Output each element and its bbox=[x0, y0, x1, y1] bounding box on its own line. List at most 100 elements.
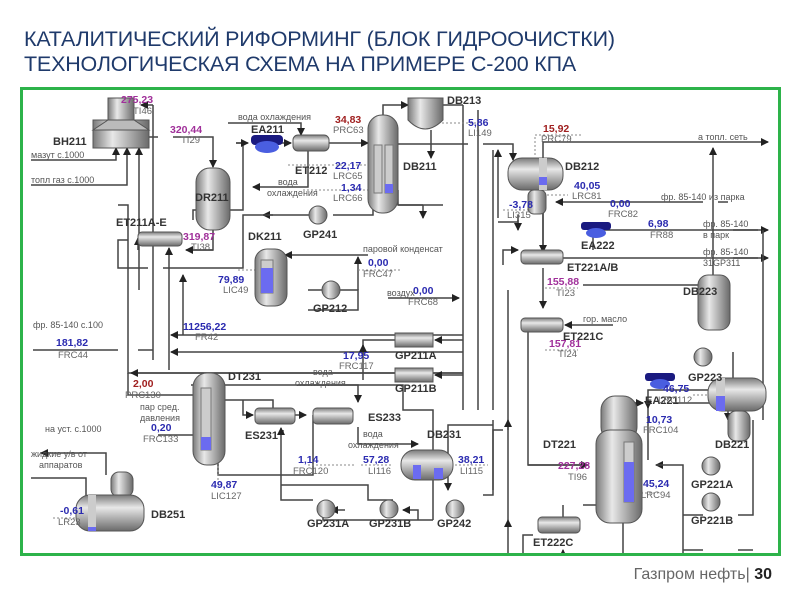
reading-prc130-value: 2,00 bbox=[133, 378, 154, 390]
vessel-dk211[interactable] bbox=[254, 248, 288, 307]
slide-footer: Газпром нефть| 30 bbox=[634, 566, 772, 584]
reading-li115-tag: LI115 bbox=[460, 466, 483, 477]
air-cooler-ea222[interactable] bbox=[581, 222, 611, 238]
label-es233: ES233 bbox=[368, 412, 401, 424]
reading-lrc66-value: 1,34 bbox=[341, 182, 362, 194]
stream-voda-es-1: вода bbox=[313, 367, 333, 377]
furnace-bh211[interactable] bbox=[91, 97, 151, 149]
reading-frc117-value: 17,95 bbox=[343, 350, 369, 362]
separator-db231[interactable] bbox=[400, 449, 454, 481]
pump-gp221b[interactable] bbox=[701, 492, 721, 512]
piping bbox=[31, 101, 784, 571]
slide-title: КАТАЛИТИЧЕСКИЙ РИФОРМИНГ (БЛОК ГИДРООЧИС… bbox=[24, 27, 615, 77]
page-number: 30 bbox=[754, 566, 772, 583]
reading-frc104-value: 10,73 bbox=[646, 414, 672, 426]
stream-par-sred-1: пар сред. bbox=[140, 402, 179, 412]
reading-ti29-value: 320,44 bbox=[170, 124, 202, 136]
reading-lrc65-tag: LRC65 bbox=[333, 171, 363, 182]
reading-fr42-value: 11256,22 bbox=[183, 321, 226, 333]
label-gp212: GP212 bbox=[313, 303, 347, 315]
label-gp242: GP242 bbox=[437, 518, 471, 530]
reading-li149-tag: LI149 bbox=[468, 128, 492, 139]
stream-voda-ret-2: охлаждения bbox=[267, 188, 318, 198]
pump-gp231a[interactable] bbox=[316, 499, 336, 519]
pump-gp221a[interactable] bbox=[701, 456, 721, 476]
column-dt231[interactable] bbox=[192, 372, 226, 466]
vessel-db223[interactable] bbox=[697, 274, 731, 331]
label-db251: DB251 bbox=[151, 509, 185, 521]
heat-exchanger-et212[interactable] bbox=[292, 134, 330, 152]
stream-topl-gaz: топл газ с.1000 bbox=[31, 175, 94, 185]
pump-gp242[interactable] bbox=[445, 499, 465, 519]
reading-li116-value: 57,28 bbox=[363, 454, 389, 466]
pump-gp223[interactable] bbox=[693, 347, 713, 367]
column-dt221[interactable] bbox=[595, 395, 643, 524]
heat-exchanger-et211[interactable] bbox=[137, 231, 183, 247]
reading-lic49-tag: LIC49 bbox=[223, 285, 248, 296]
reading-ti96-value: 227,28 bbox=[558, 460, 590, 472]
compressor-gp211a[interactable] bbox=[394, 332, 434, 348]
instrument-readings: 275,23 TI46 320,44 TI29 34,83 PRC63 22,1… bbox=[56, 94, 692, 528]
separator-db212[interactable] bbox=[507, 157, 564, 215]
heat-exchanger-et221ab[interactable] bbox=[520, 249, 564, 265]
heat-exchanger-es233[interactable] bbox=[312, 407, 354, 425]
reading-ti23-tag: TI23 bbox=[556, 288, 575, 299]
reading-fr88-value: 6,98 bbox=[648, 218, 669, 230]
reading-frc120-value: 1,14 bbox=[298, 454, 319, 466]
reading-frc44-tag: FRC44 bbox=[58, 350, 88, 361]
heat-exchanger-et221c[interactable] bbox=[520, 317, 564, 333]
reading-lrc94-value: 45,24 bbox=[643, 478, 669, 490]
vessel-db213[interactable] bbox=[407, 97, 444, 130]
reading-fr88-tag: FR88 bbox=[650, 230, 673, 241]
label-et222c: ET222C bbox=[533, 537, 573, 549]
label-es231: ES231 bbox=[245, 430, 278, 442]
pump-gp212[interactable] bbox=[321, 280, 341, 300]
equipment-labels: BH211 DR211 EA211 ET212 DB211 DB213 DB21… bbox=[53, 95, 749, 549]
reading-ti24-value: 157,81 bbox=[549, 338, 581, 350]
reading-frc47-tag: FRC47 bbox=[363, 269, 393, 280]
reading-ti46-value: 275,23 bbox=[121, 94, 153, 106]
separator-db221[interactable] bbox=[707, 377, 767, 442]
label-gp231a: GP231A bbox=[307, 518, 349, 530]
label-gp221a: GP221A bbox=[691, 479, 733, 491]
stream-fr-31gp-1: фр. 85-140 bbox=[703, 247, 748, 257]
reading-ti38-tag: TI38 bbox=[191, 242, 210, 253]
reading-li149-value: 5,86 bbox=[468, 117, 489, 129]
vessel-db251[interactable] bbox=[75, 471, 145, 532]
stream-fr-s100: фр. 85-140 с.100 bbox=[33, 320, 103, 330]
heat-exchanger-et222c[interactable] bbox=[537, 516, 581, 534]
label-dr211: DR211 bbox=[195, 192, 229, 204]
air-cooler-ea221[interactable] bbox=[645, 373, 675, 389]
heat-exchanger-es231[interactable] bbox=[254, 407, 296, 425]
reading-lrc94-tag: LRC94 bbox=[641, 490, 671, 501]
stream-fr-v-park-1: фр. 85-140 bbox=[703, 219, 748, 229]
reading-lr23-value: -0,61 bbox=[60, 505, 84, 517]
stream-fr-iz-parka: фр. 85-140 из парка bbox=[661, 192, 745, 202]
stream-voda-top: вода охлаждения bbox=[238, 112, 311, 122]
compressor-gp211b[interactable] bbox=[394, 367, 434, 383]
reading-ti23-value: 155,88 bbox=[547, 276, 579, 288]
label-ea211: EA211 bbox=[251, 124, 284, 136]
label-gp211a: GP211A bbox=[395, 350, 437, 362]
pump-gp231b[interactable] bbox=[379, 499, 399, 519]
separator-db211[interactable] bbox=[367, 114, 399, 214]
reading-lrc81-tag: LRC81 bbox=[572, 191, 602, 202]
footer-separator: | bbox=[745, 566, 755, 583]
reading-frc68-value: 0,00 bbox=[413, 285, 434, 297]
stream-voda-ret-1: вода bbox=[278, 177, 298, 187]
pump-gp241[interactable] bbox=[308, 205, 328, 225]
label-bh211: BH211 bbox=[53, 136, 87, 148]
scheme-frame: BH211 DR211 EA211 ET212 DB211 DB213 DB21… bbox=[20, 87, 784, 571]
reading-frc68-tag: FRC68 bbox=[408, 297, 438, 308]
reading-prc63-tag: PRC63 bbox=[333, 125, 364, 136]
reading-lrc81-value: 40,05 bbox=[574, 180, 600, 192]
label-db213: DB213 bbox=[447, 95, 481, 107]
reactor-dr211[interactable] bbox=[195, 167, 231, 231]
label-db231: DB231 bbox=[427, 429, 461, 441]
reading-ti29-tag: TI29 bbox=[181, 135, 200, 146]
stream-par-kondensat: паровой конденсат bbox=[363, 244, 443, 254]
label-dk211: DK211 bbox=[248, 231, 282, 243]
label-ea222: EA222 bbox=[581, 240, 615, 252]
reading-frc133-tag: FRC133 bbox=[143, 434, 178, 445]
air-cooler-ea211[interactable] bbox=[251, 135, 283, 153]
